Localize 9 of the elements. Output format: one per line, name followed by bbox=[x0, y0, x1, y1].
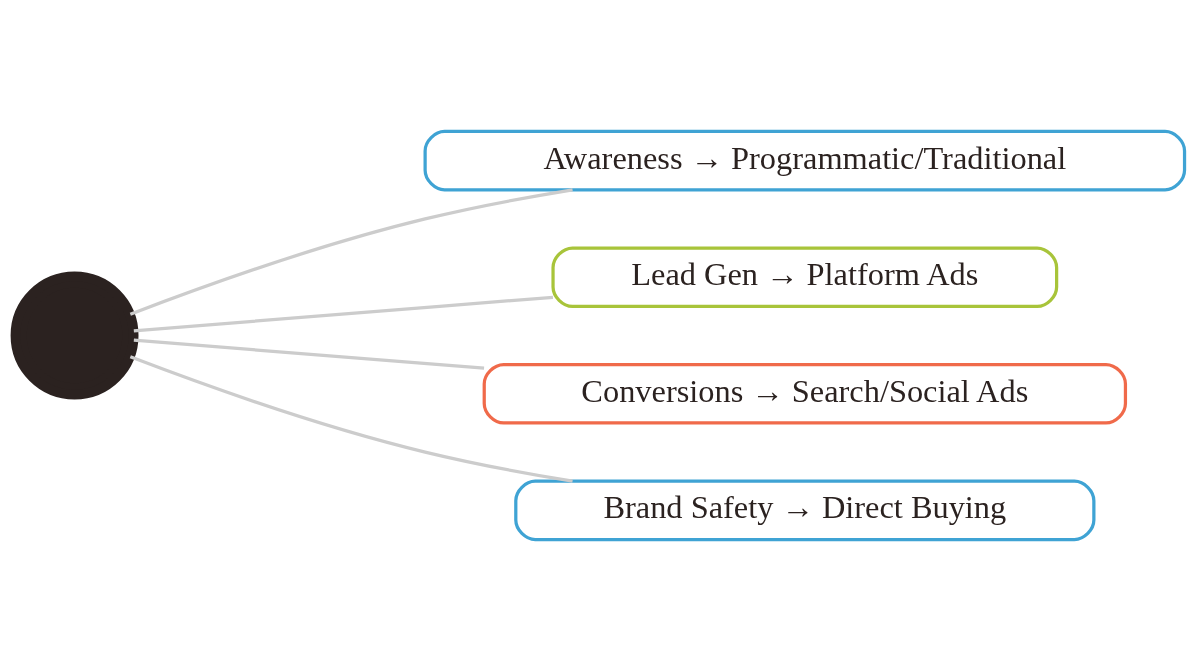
connector bbox=[129, 187, 573, 316]
node-box: Brand Safety → Direct Buying bbox=[514, 479, 1096, 541]
connector bbox=[133, 338, 485, 370]
connector bbox=[133, 295, 554, 332]
node-circle bbox=[10, 271, 139, 399]
connector bbox=[129, 354, 573, 483]
node-box: Conversions → Search/Social Ads bbox=[482, 362, 1128, 425]
node-box: Lead Gen → Platform Ads bbox=[551, 245, 1059, 308]
node-box: Awareness → Programmatic/Traditional bbox=[423, 129, 1187, 191]
